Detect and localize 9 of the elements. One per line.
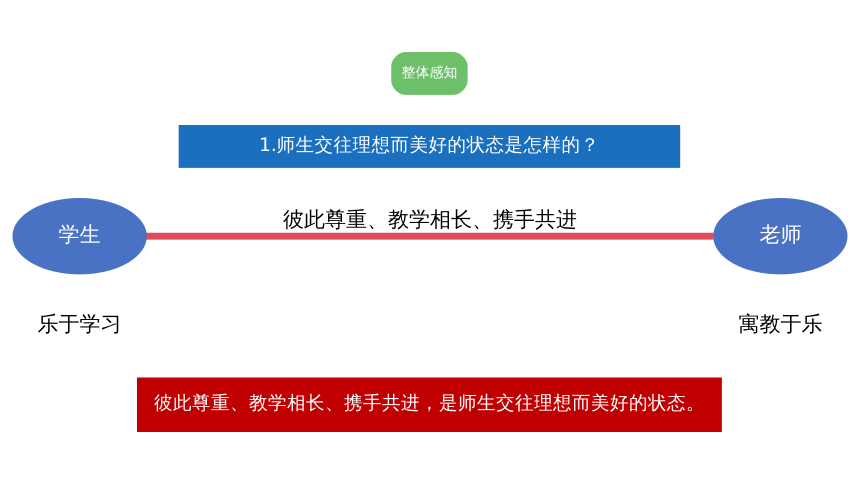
node-label: 乐于学习 xyxy=(38,312,122,336)
node-label: 寓教于乐 xyxy=(738,312,822,336)
node-box: 整体感知 xyxy=(391,52,468,95)
node-box: 彼此尊重、教学相长、携手共进，是师生交往理想而美好的状态。 xyxy=(136,378,722,432)
node-ellipse: 老师 xyxy=(713,198,848,274)
edge-label: 彼此尊重、教学相长、携手共进 xyxy=(283,207,577,232)
connector xyxy=(146,232,714,240)
node-ellipse: 学生 xyxy=(12,198,147,274)
node-box: 1.师生交往理想而美好的状态是怎样的？ xyxy=(178,125,680,168)
